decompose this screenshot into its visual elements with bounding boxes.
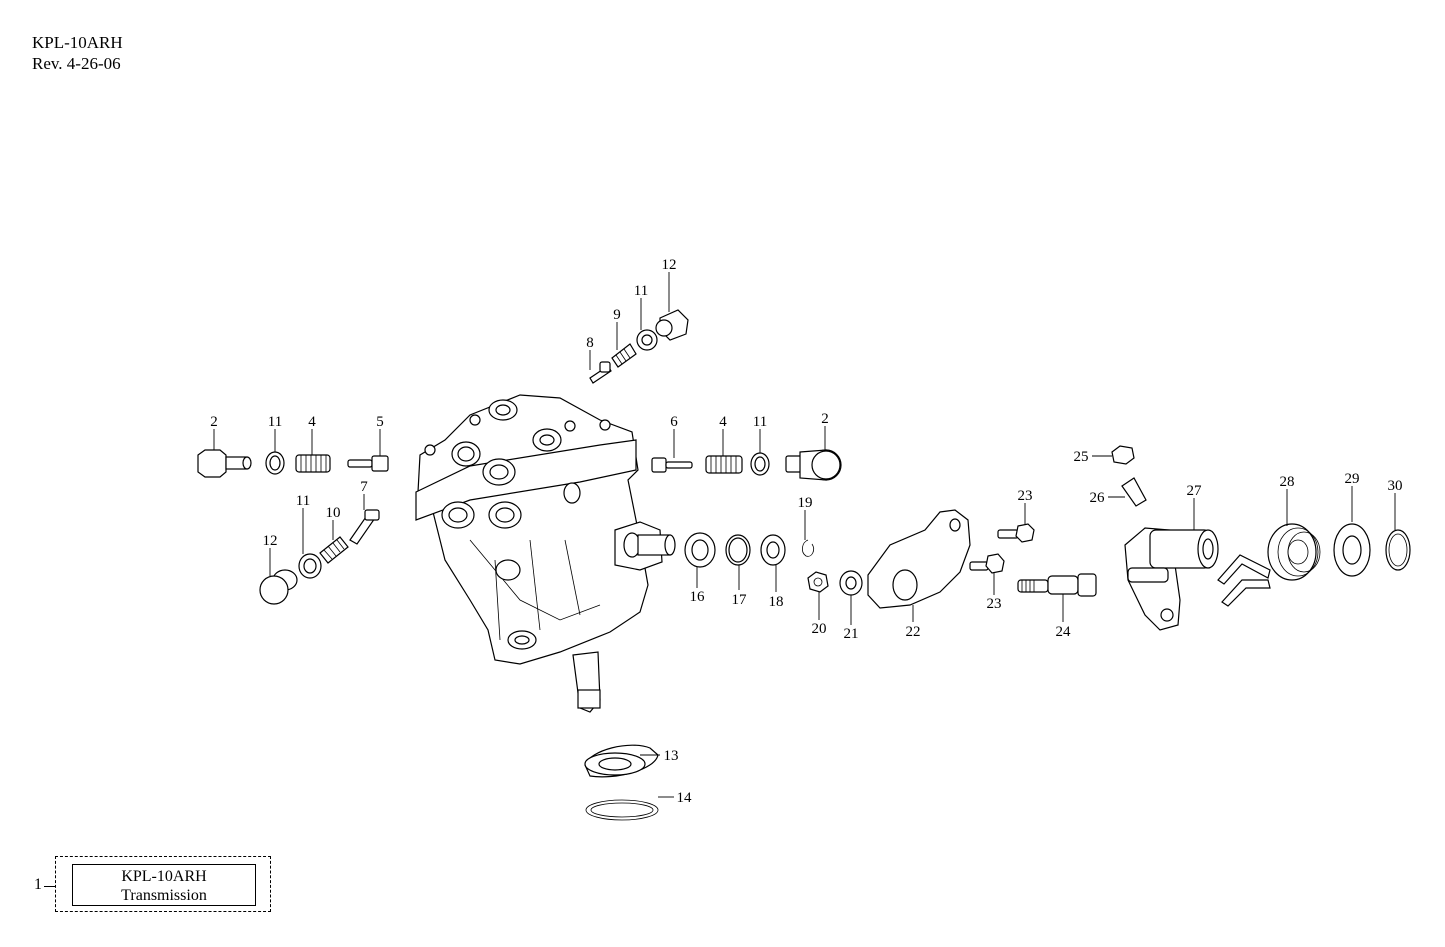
part-13-oil-seal	[584, 744, 659, 778]
callout-19: 19	[798, 495, 813, 511]
revision-date: Rev. 4-26-06	[32, 54, 121, 73]
callout-21: 21	[844, 626, 859, 642]
callout-23: 23	[987, 596, 1002, 612]
callout-25: 25	[1074, 449, 1089, 465]
part-19-e-clip	[802, 539, 814, 557]
callout-12: 12	[662, 257, 677, 273]
part-22-control-arm	[867, 509, 971, 609]
part-14-snap-ring	[585, 799, 659, 821]
callout-14: 14	[677, 790, 693, 806]
callout-12: 12	[263, 533, 278, 549]
part-29-washer	[1333, 523, 1371, 577]
callout-2: 2	[821, 411, 829, 427]
callout-18: 18	[769, 594, 784, 610]
part-28-torsion-spring	[1217, 523, 1321, 607]
part-2-plug-right	[785, 449, 842, 481]
transmission-housing	[415, 394, 676, 713]
part-11-washer-d	[750, 452, 770, 476]
callout-numbers: 2 11 4 5 11 10 7 12 8 9 11 12 6 4 11 2 1…	[210, 257, 1402, 806]
part-5-check-valve	[347, 455, 389, 472]
part-11-washer-c	[636, 329, 658, 351]
part-25-nut	[1111, 445, 1135, 465]
callout-6: 6	[670, 414, 678, 430]
part-11-washer-a	[265, 451, 285, 475]
part-7-valve-stem	[349, 509, 380, 545]
part-16-bearing	[684, 532, 716, 568]
callout-13: 13	[664, 748, 679, 764]
part-23-bolt-lower	[969, 553, 1005, 574]
part-21-washer	[839, 570, 863, 596]
part-4-spring-left	[295, 454, 331, 473]
callout-11: 11	[268, 414, 282, 430]
part-26-pin	[1121, 477, 1147, 507]
callout-4: 4	[308, 414, 316, 430]
part-24-pivot-bolt	[1017, 573, 1097, 597]
part-20-nut	[807, 571, 829, 593]
leader-lines	[213, 272, 1396, 798]
callout-11: 11	[296, 493, 310, 509]
part-23-bolt-upper	[997, 523, 1035, 543]
part-12-plug-top	[655, 309, 689, 341]
part-11-washer-b	[298, 553, 322, 579]
callout-11: 11	[634, 283, 648, 299]
part-4-spring-right	[705, 455, 743, 474]
callout-16: 16	[690, 589, 706, 605]
part-9-spring-top	[611, 343, 637, 368]
part-18-washer	[760, 534, 786, 566]
kit-leader-line	[44, 886, 55, 887]
kit-description: Transmission	[121, 887, 207, 904]
callout-28: 28	[1280, 474, 1295, 490]
part-17-snap-ring	[725, 534, 751, 566]
header: KPL-10ARH Rev. 4-26-06	[32, 32, 123, 74]
callout-30: 30	[1388, 478, 1403, 494]
kit-model: KPL-10ARH	[121, 868, 207, 885]
callout-26: 26	[1090, 490, 1106, 506]
callout-20: 20	[812, 621, 827, 637]
callout-2: 2	[210, 414, 218, 430]
part-27-bracket	[1124, 527, 1219, 631]
kit-label-box: KPL-10ARH Transmission	[72, 864, 256, 906]
callout-8: 8	[586, 335, 594, 351]
callout-17: 17	[732, 592, 748, 608]
callout-4: 4	[719, 414, 727, 430]
callout-5: 5	[376, 414, 384, 430]
callout-24: 24	[1056, 624, 1072, 640]
kit-callout-number: 1	[34, 876, 42, 893]
kit-outline-box	[55, 856, 271, 912]
callout-27: 27	[1187, 483, 1203, 499]
part-8-valve-stem-top	[589, 361, 612, 384]
callout-22: 22	[906, 624, 921, 640]
callout-23: 23	[1018, 488, 1033, 504]
callout-7: 7	[360, 479, 368, 495]
callout-9: 9	[613, 307, 621, 323]
part-6-check-valve-right	[651, 457, 693, 473]
part-30-retaining-ring	[1385, 529, 1411, 571]
callout-29: 29	[1345, 471, 1360, 487]
part-10-spring	[319, 536, 349, 564]
part-12-plug-left	[259, 569, 298, 605]
part-2-plug-left	[197, 449, 252, 478]
callout-10: 10	[326, 505, 341, 521]
callout-11: 11	[753, 414, 767, 430]
model-number: KPL-10ARH	[32, 33, 123, 52]
